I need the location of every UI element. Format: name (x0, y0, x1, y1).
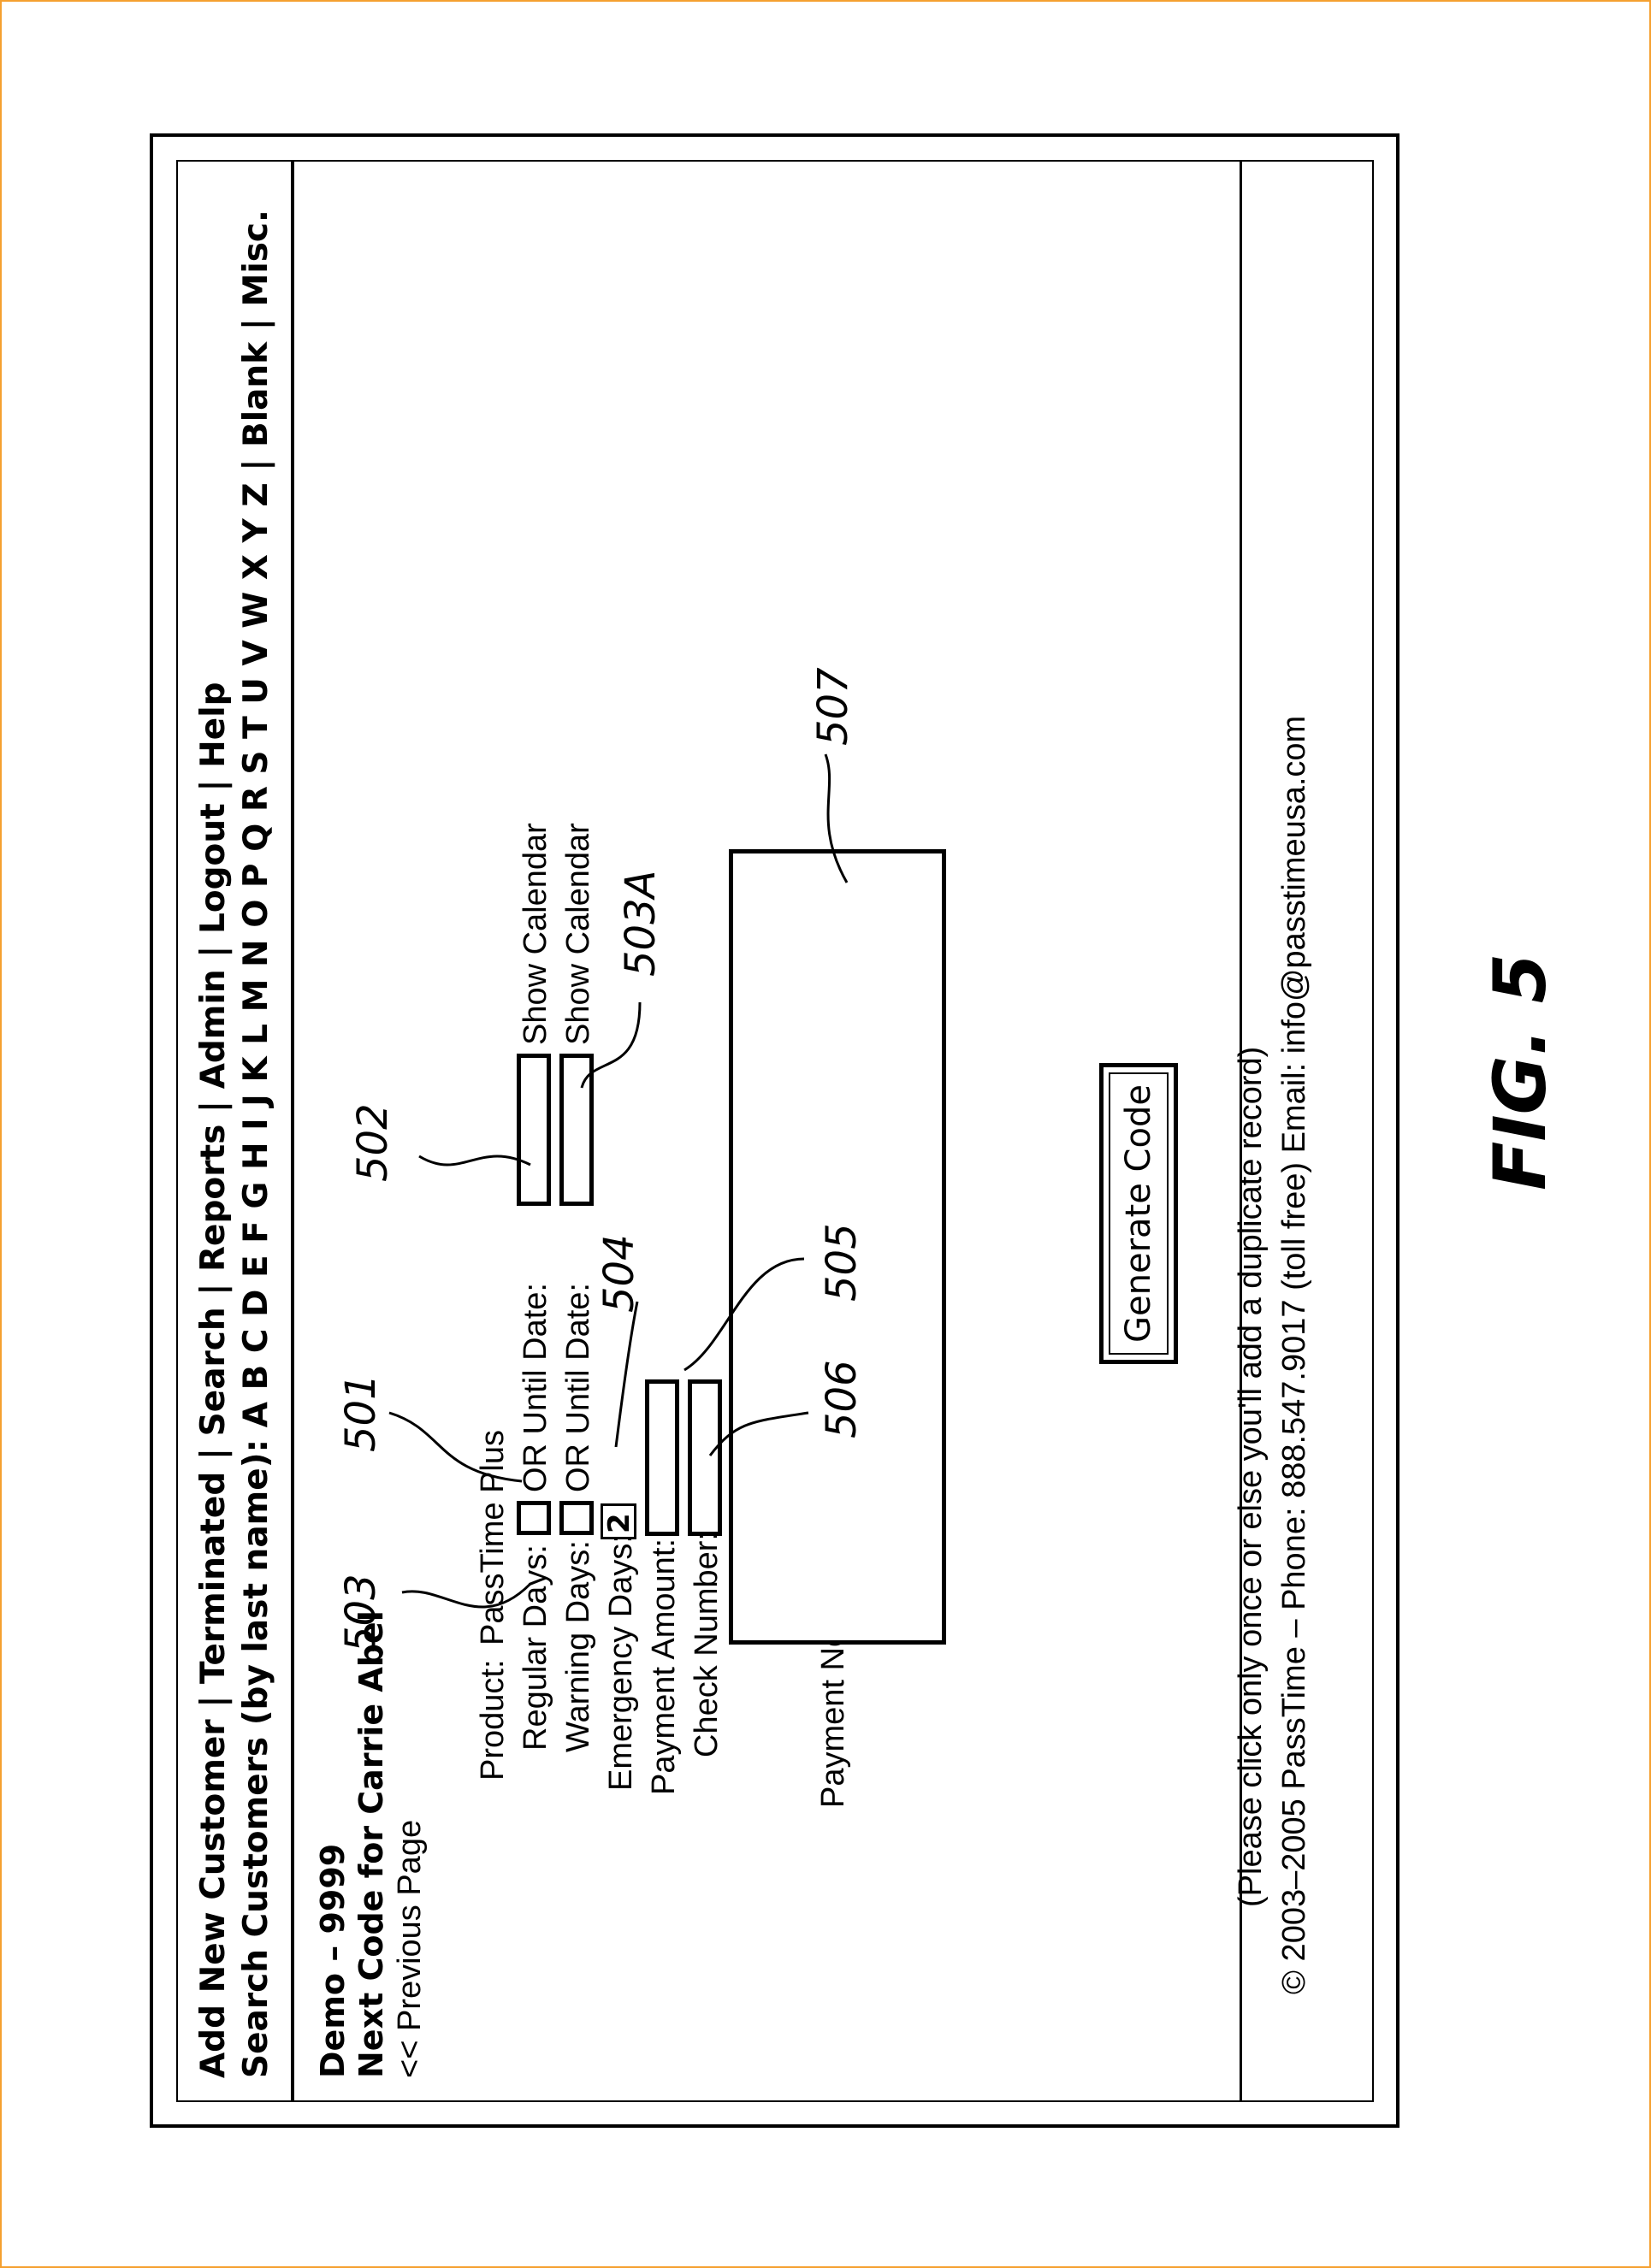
leader-502 (418, 1155, 531, 1166)
leader-503 (401, 1582, 532, 1609)
leader-501 (388, 1411, 523, 1483)
leader-507 (824, 753, 849, 883)
leader-504 (614, 1301, 639, 1448)
leader-505 (683, 1257, 805, 1372)
leader-506 (708, 1411, 809, 1456)
leader-503a (580, 1001, 642, 1089)
figure-label: FIG. 5 (1478, 953, 1562, 1190)
